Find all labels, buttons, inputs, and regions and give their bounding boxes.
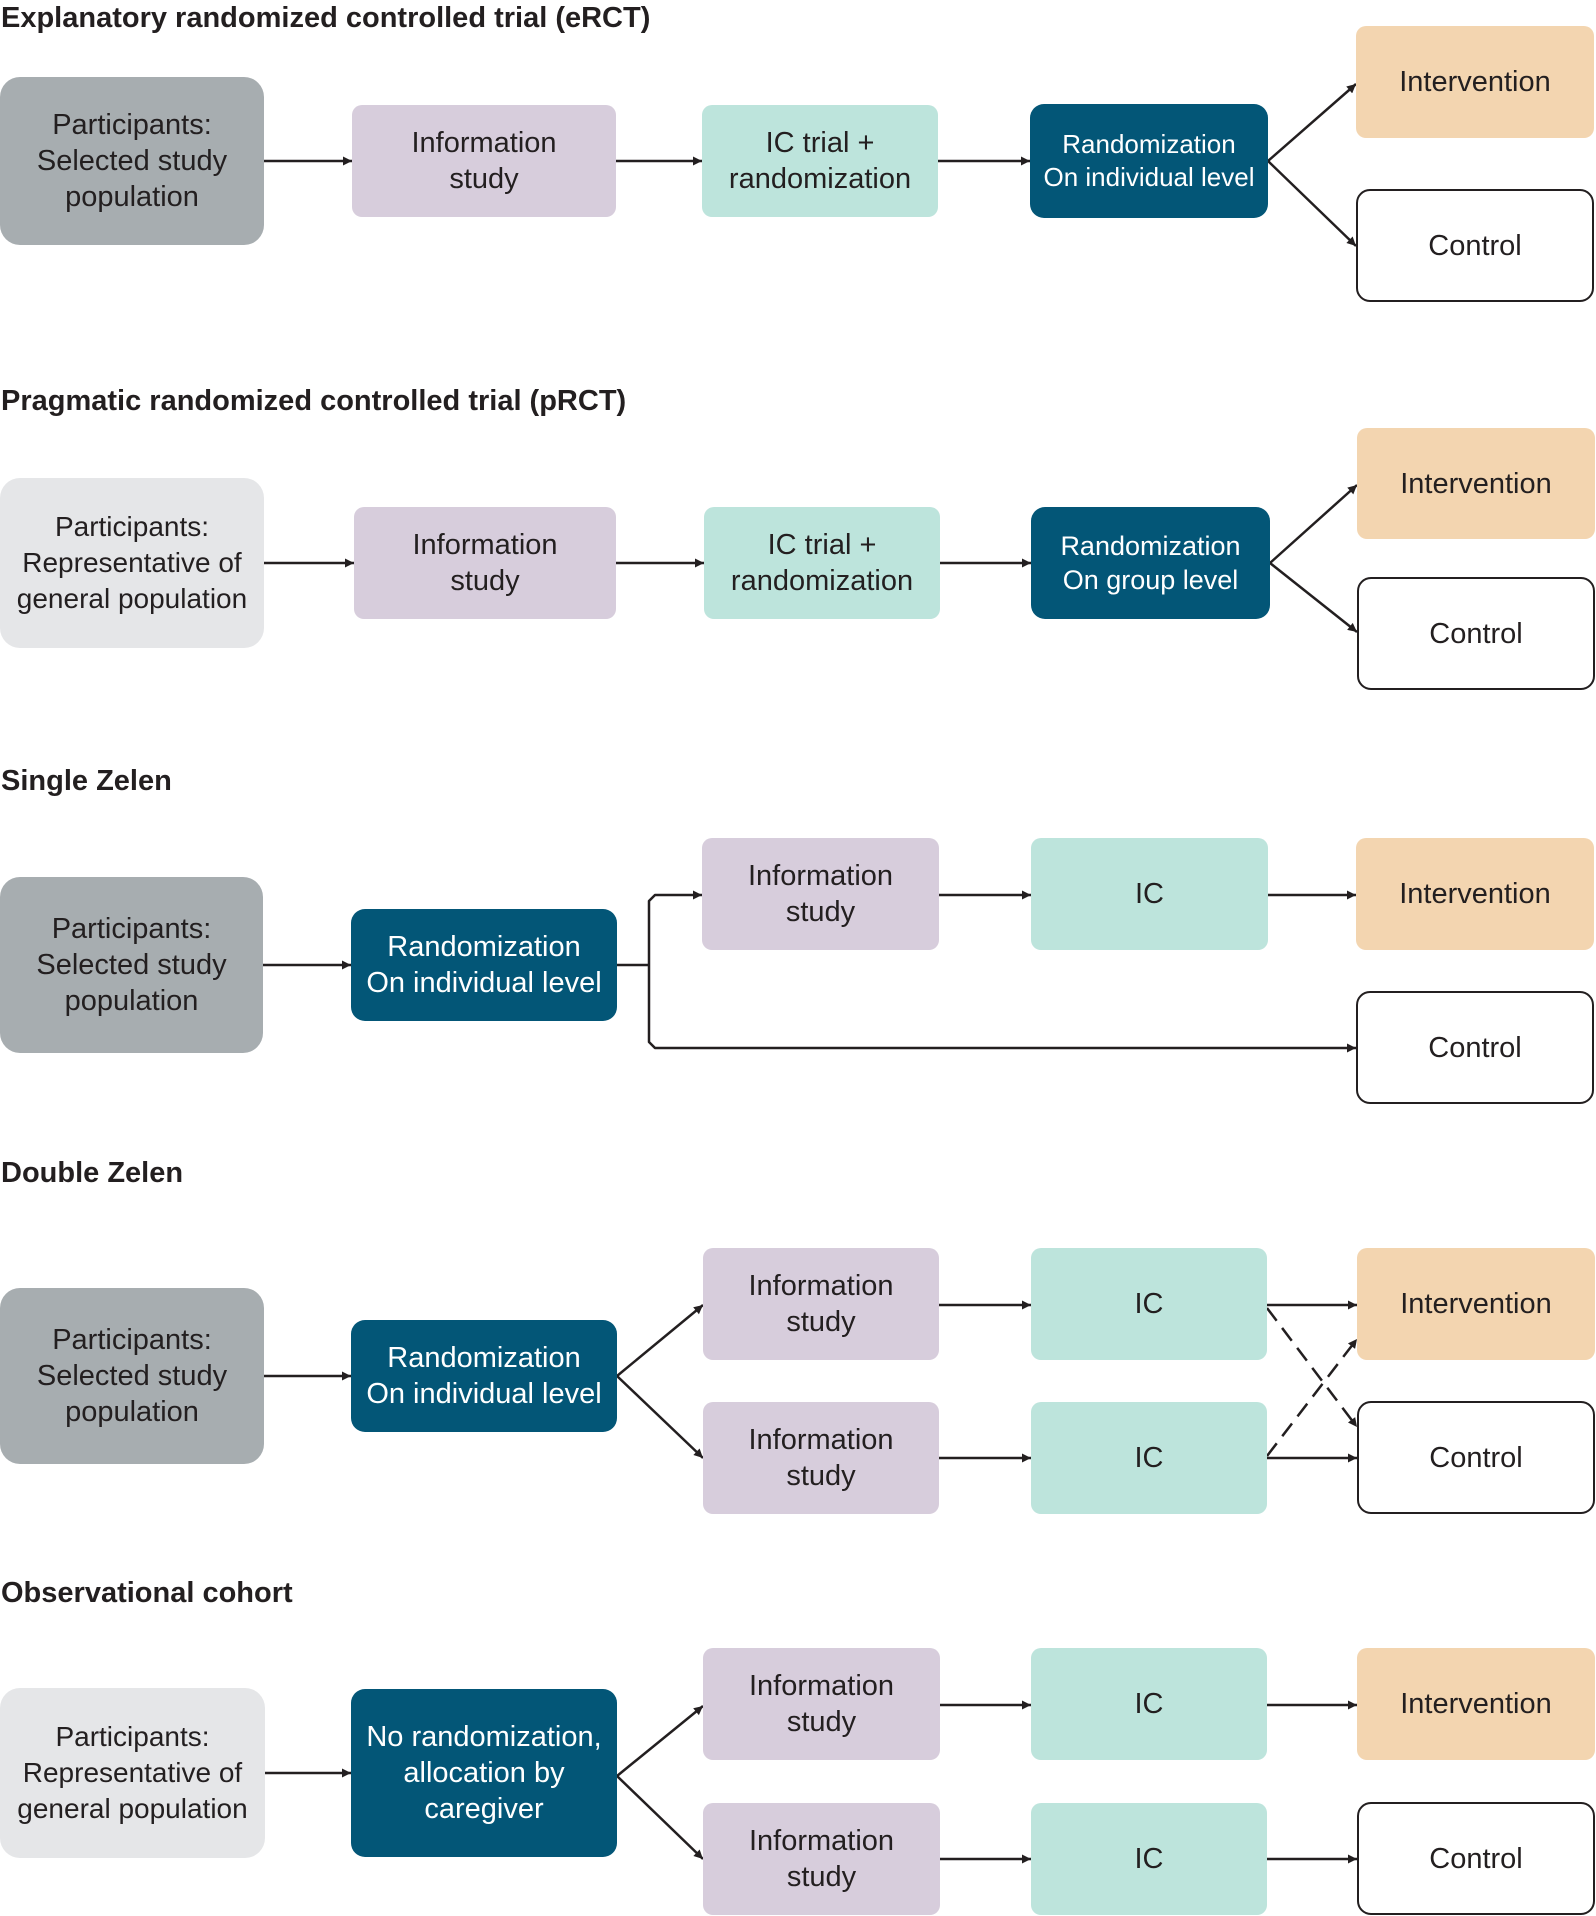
control-node: Control <box>1356 189 1594 302</box>
information-study-node-upper: Information study <box>703 1648 940 1760</box>
ic-node-lower: IC <box>1031 1402 1267 1514</box>
allocation-node: No randomization, allocation by caregive… <box>351 1689 617 1857</box>
section-title-observational-cohort: Observational cohort <box>1 1577 293 1609</box>
intervention-node: Intervention <box>1356 838 1594 950</box>
participants-node: Participants: Selected study population <box>0 877 263 1053</box>
arrow-randomization-to-intervention <box>1269 484 1358 564</box>
arrow-randomization-to-control <box>1267 160 1357 247</box>
dashed-arrow-ic-upper-to-control <box>1266 1307 1358 1428</box>
participants-node: Participants: Representative of general … <box>0 1688 265 1858</box>
ic-node-lower: IC <box>1031 1803 1267 1915</box>
control-node: Control <box>1357 1401 1595 1514</box>
arrow-randomization-to-intervention <box>1267 83 1357 162</box>
information-study-node: Information study <box>352 105 616 217</box>
arrow-randomization-to-information-upper <box>616 1304 704 1377</box>
randomization-node: Randomization On group level <box>1031 507 1270 619</box>
randomization-node: Randomization On individual level <box>1030 104 1268 218</box>
randomization-node: Randomization On individual level <box>351 1320 617 1432</box>
information-study-node-lower: Information study <box>703 1803 940 1915</box>
dashed-arrow-ic-lower-to-intervention <box>1266 1338 1358 1457</box>
arrow-randomization-to-information <box>647 890 702 965</box>
participants-node: Participants: Selected study population <box>0 1288 264 1464</box>
arrow-randomization-to-information-lower <box>616 1375 704 1459</box>
section-title-double-zelen: Double Zelen <box>1 1157 184 1189</box>
participants-node: Participants: Representative of general … <box>0 478 264 648</box>
section-title-erct: Explanatory randomized controlled trial … <box>1 2 651 34</box>
ic-node: IC <box>1031 838 1268 950</box>
information-study-node: Information study <box>702 838 939 950</box>
section-title-prct: Pragmatic randomized controlled trial (p… <box>1 385 627 417</box>
participants-node: Participants: Selected study population <box>0 77 264 245</box>
intervention-node: Intervention <box>1357 428 1595 539</box>
control-node: Control <box>1356 991 1594 1104</box>
randomization-node: Randomization On individual level <box>351 909 617 1021</box>
ic-trial-randomization-node: IC trial + randomization <box>702 105 938 217</box>
arrow-randomization-to-control <box>647 965 1356 1053</box>
intervention-node: Intervention <box>1357 1248 1595 1360</box>
control-node: Control <box>1357 1802 1595 1915</box>
intervention-node: Intervention <box>1356 26 1594 138</box>
ic-node-upper: IC <box>1031 1248 1267 1360</box>
information-study-node-upper: Information study <box>703 1248 939 1360</box>
information-study-node-lower: Information study <box>703 1402 939 1514</box>
ic-trial-randomization-node: IC trial + randomization <box>704 507 940 619</box>
information-study-node: Information study <box>354 507 616 619</box>
intervention-node: Intervention <box>1357 1648 1595 1760</box>
section-title-single-zelen: Single Zelen <box>1 765 172 797</box>
arrow-allocation-to-information-lower <box>616 1775 704 1860</box>
arrow-allocation-to-information-upper <box>616 1705 704 1777</box>
control-node: Control <box>1357 577 1595 690</box>
arrow-randomization-to-control <box>1269 562 1358 633</box>
ic-node-upper: IC <box>1031 1648 1267 1760</box>
